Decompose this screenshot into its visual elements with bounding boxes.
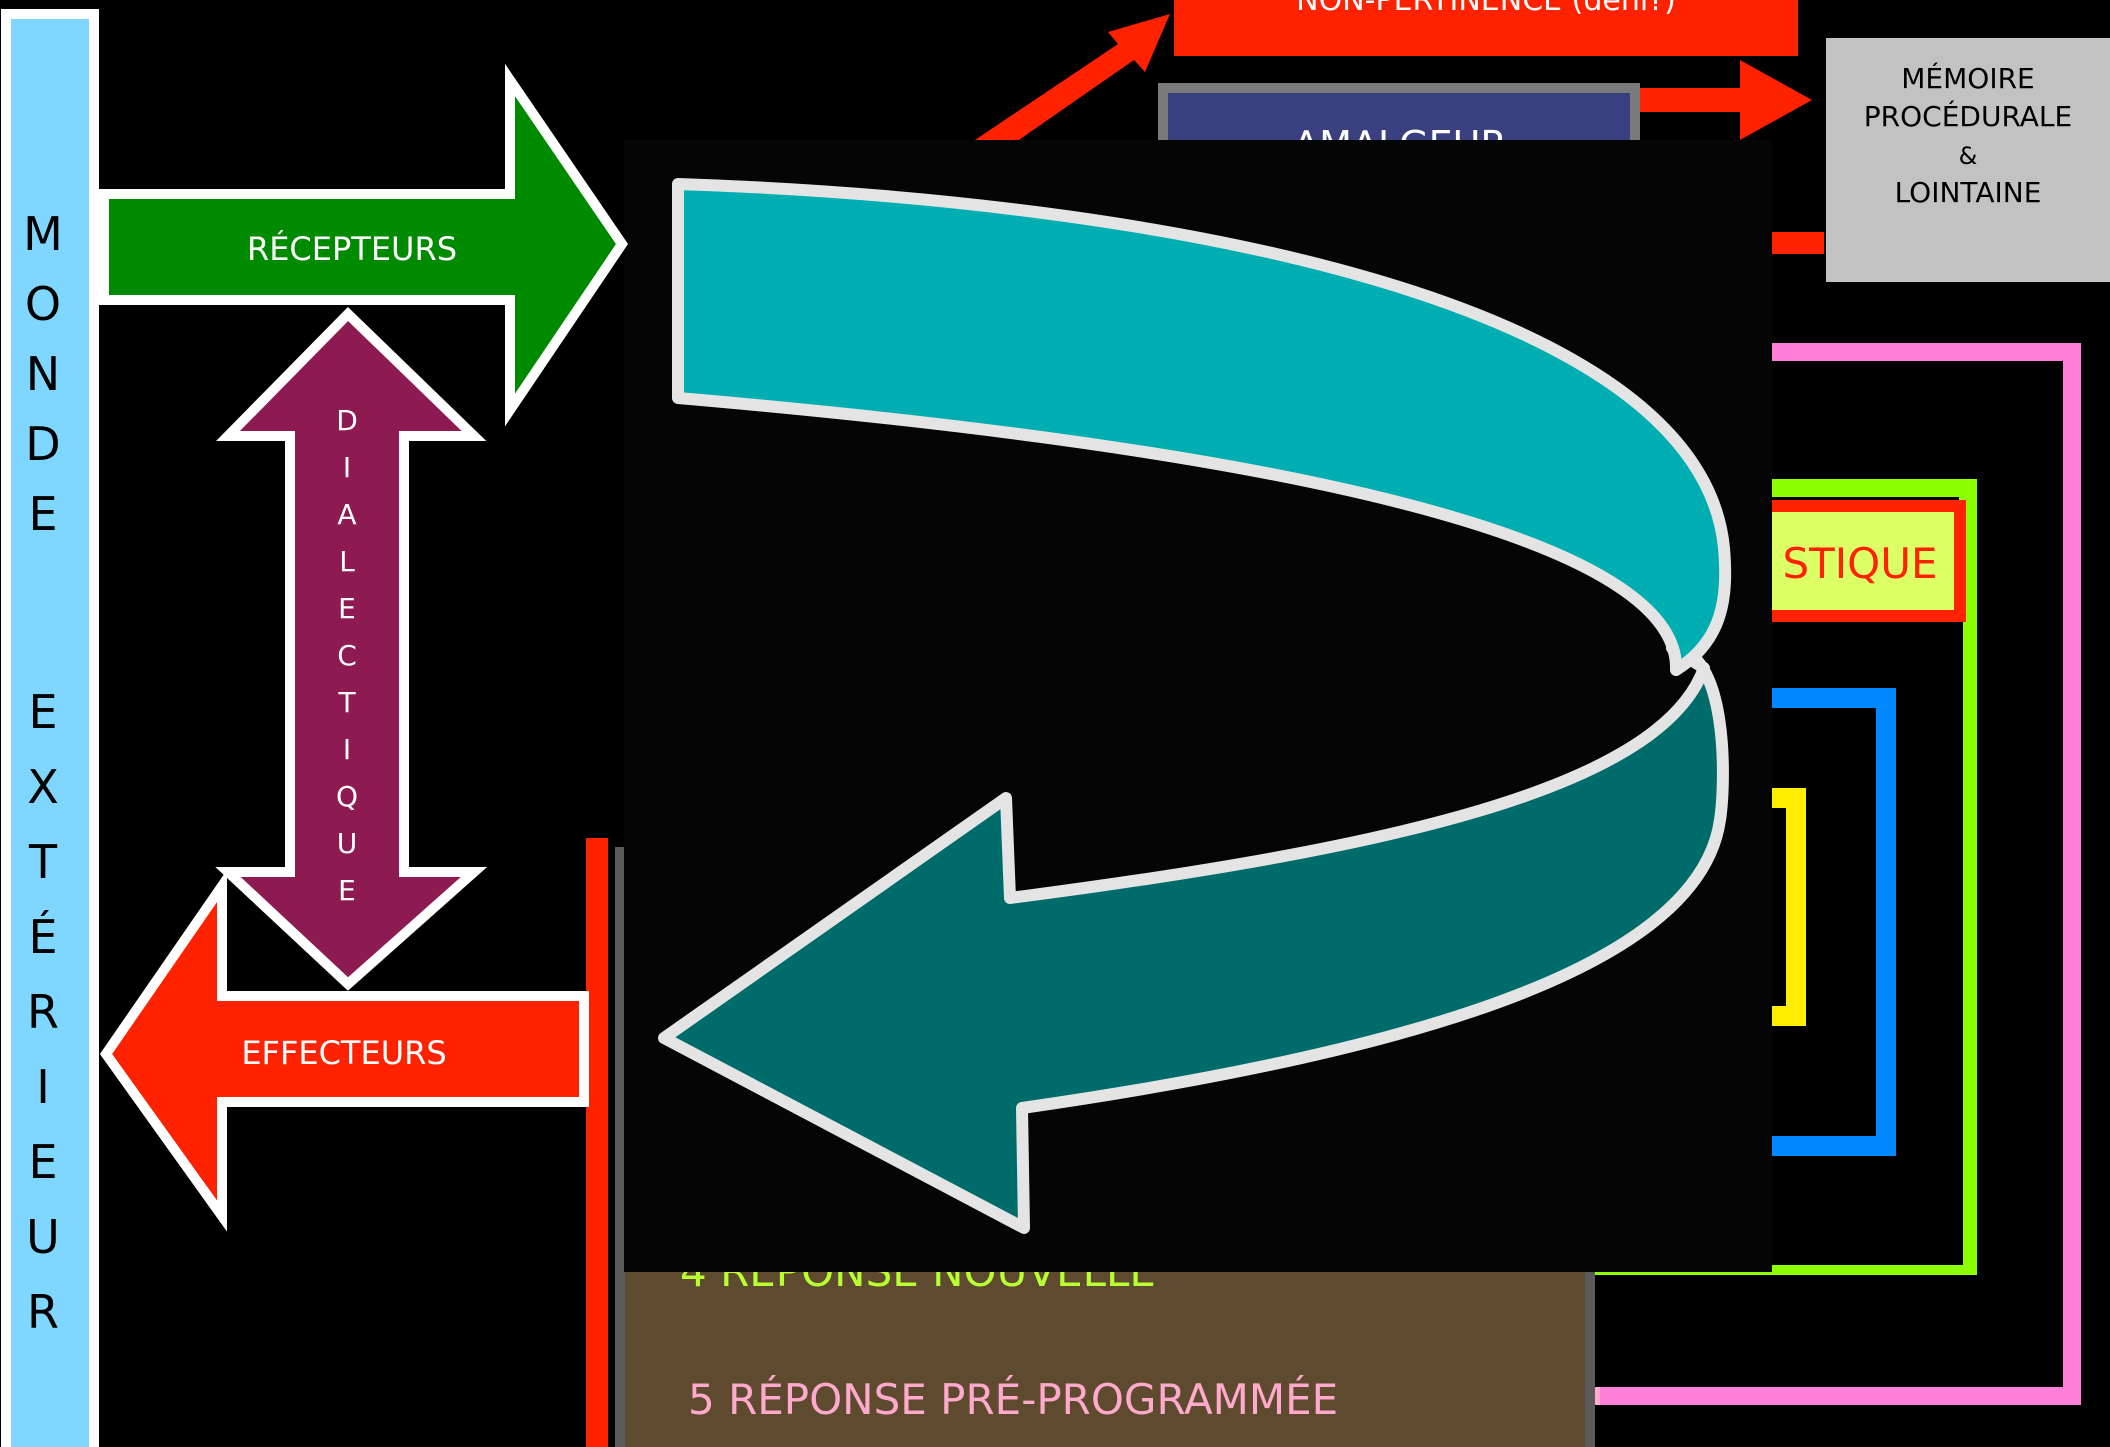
u-turn-arrow	[658, 178, 1732, 1234]
dialectique-arrow	[215, 306, 488, 991]
red-vertical-line	[586, 838, 608, 1447]
monde-exterieur-bar	[1, 9, 99, 1447]
effecteurs-label: EFFECTEURS	[241, 1034, 446, 1072]
monde-letter: N	[26, 347, 60, 401]
exterieur-letter: U	[26, 1210, 60, 1264]
exterieur-letter: E	[28, 1135, 57, 1189]
exterieur-letter: R	[27, 985, 59, 1039]
analyse-label: STIQUE	[1782, 539, 1937, 588]
memoire-line4: LOINTAINE	[1895, 176, 2042, 209]
memoire-line2: PROCÉDURALE	[1864, 99, 2072, 133]
exterieur-letter: É	[28, 910, 57, 964]
vertical-letter: D	[336, 404, 358, 437]
exterieur-letter: I	[36, 1060, 50, 1114]
memoire-box	[1826, 38, 2110, 282]
pink-bracket	[1590, 343, 2081, 1405]
effecteurs-arrow	[99, 869, 589, 1232]
reponse-5-label: 5 RÉPONSE PRÉ-PROGRAMMÉE	[688, 1374, 1338, 1424]
vertical-letter: A	[337, 498, 356, 531]
red-arrow-to-memoire	[1640, 60, 1812, 140]
recepteurs-label: RÉCEPTEURS	[247, 230, 457, 268]
memoire-line3: &	[1959, 142, 1978, 170]
analyse-box	[1740, 500, 1966, 622]
monde-letter: D	[25, 417, 60, 471]
monde-letter: O	[25, 277, 61, 331]
red-connector-memoire	[1770, 232, 1824, 254]
exterieur-letter: E	[28, 685, 57, 739]
vertical-letter: E	[338, 874, 356, 907]
yellow-bracket	[1764, 788, 1806, 1026]
vertical-letter: C	[337, 639, 357, 672]
vertical-letter: T	[337, 686, 356, 719]
non-pertinence-label: NON-PERTINENCE (déni?)	[1296, 0, 1676, 18]
exterieur-letter: T	[28, 835, 58, 889]
memoire-line1: MÉMOIRE	[1901, 61, 2034, 95]
exterieur-letter: R	[27, 1285, 59, 1339]
monde-letter: E	[28, 487, 57, 541]
vertical-letter: I	[343, 451, 351, 484]
monde-letter: M	[23, 207, 63, 261]
non-pertinence-box	[1174, 0, 1798, 56]
vertical-letter: E	[338, 592, 356, 625]
vertical-letter: U	[337, 827, 358, 860]
u-turn-arrow-top-part	[672, 178, 1732, 676]
u-turn-arrow-bottom-part	[658, 642, 1729, 1234]
exterieur-letter: X	[27, 760, 59, 814]
red-arrow-to-non-pertinence	[972, 14, 1170, 160]
recepteurs-arrow	[99, 63, 629, 427]
vertical-letter: Q	[336, 780, 358, 813]
blue-bracket	[1764, 688, 1896, 1156]
vertical-letter: L	[339, 545, 355, 578]
vertical-letter: I	[343, 733, 351, 766]
